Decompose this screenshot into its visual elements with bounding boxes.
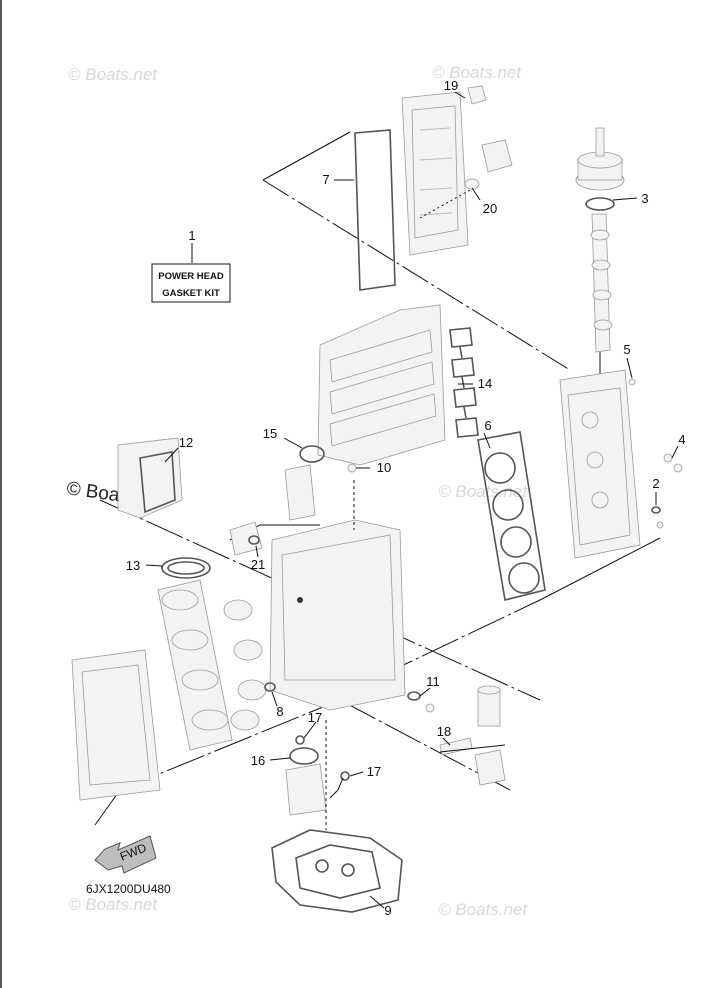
- gasket-kit-box: [151, 263, 231, 303]
- throttle-body: [284, 464, 316, 521]
- callout-4: 4: [678, 432, 685, 447]
- o-ring-17b: [340, 771, 350, 781]
- o-ring-11: [407, 691, 421, 701]
- fwd-arrow-icon: FWD: [94, 835, 157, 874]
- o-ring-10: [347, 463, 357, 473]
- crankcase: [71, 649, 161, 801]
- watermark: © Boats.net: [438, 900, 528, 919]
- pistons: [223, 599, 267, 731]
- callout-21: 21: [251, 557, 265, 572]
- leader-line: [539, 537, 661, 601]
- leader-line: [439, 744, 506, 753]
- callout-3: 3: [641, 191, 648, 206]
- callout-19: 19: [444, 78, 458, 93]
- cover-plate: [117, 437, 183, 519]
- cylinder-head-gasket: [477, 431, 546, 601]
- callout-2: 2: [652, 476, 659, 491]
- kit-box-line2: GASKET KIT: [162, 288, 220, 299]
- camshaft: [590, 213, 613, 353]
- exhaust-cover-gasket: [271, 829, 403, 913]
- callout-20: 20: [483, 201, 497, 216]
- dowel-pin: [264, 682, 276, 692]
- callout-17b: 17: [367, 764, 381, 779]
- oil-filler-cap: [467, 85, 487, 105]
- camshaft-pulley: [575, 127, 625, 191]
- kit-box-line1: POWER HEAD: [158, 271, 224, 282]
- callout-7: 7: [322, 172, 329, 187]
- throttle-body-gasket: [299, 445, 325, 463]
- callout-10: 10: [377, 460, 391, 475]
- cylinder-head: [559, 369, 641, 559]
- watermark: © Boats.net: [438, 482, 528, 501]
- oil-strainer: [285, 763, 327, 816]
- leader-line: [262, 131, 351, 181]
- callout-1: 1: [188, 228, 195, 243]
- callout-15: 15: [263, 426, 277, 441]
- cover-gasket: [139, 451, 176, 514]
- leader-line: [329, 777, 344, 799]
- intake-manifold: [317, 304, 446, 466]
- callout-9: 9: [384, 903, 391, 918]
- callout-13: 13: [126, 558, 140, 573]
- oil-pipe-fitting: [439, 737, 473, 756]
- callout-16: 16: [251, 753, 265, 768]
- callout-17: 17: [308, 710, 322, 725]
- head-cover-gasket: [354, 129, 396, 291]
- crank-oil-seal: [161, 557, 211, 579]
- callout-11: 11: [426, 674, 440, 689]
- leader-line: [262, 179, 571, 371]
- callout-5: 5: [623, 342, 630, 357]
- watermark: © Boats.net: [432, 63, 522, 82]
- callout-6: 6: [484, 418, 491, 433]
- callout-18: 18: [437, 724, 451, 739]
- watermark: © Boats.net: [68, 65, 158, 84]
- callout-8: 8: [276, 704, 283, 719]
- o-ring: [248, 535, 260, 545]
- callout-14: 14: [478, 376, 492, 391]
- intake-manifold-gasket: [449, 327, 479, 438]
- o-ring-17: [295, 735, 305, 745]
- small-fittings: [628, 378, 683, 529]
- callout-leaders: [145, 91, 679, 909]
- callout-12: 12: [179, 435, 193, 450]
- cylinder-head-cover: [401, 91, 469, 256]
- diagram-code: 6JX1200DU480: [86, 882, 171, 896]
- cylinder-block: [269, 519, 406, 711]
- crankshaft: [157, 579, 233, 751]
- oil-filter: [474, 685, 506, 786]
- oil-seal: [585, 197, 615, 211]
- watermark: © Boats.net: [68, 895, 158, 914]
- o-ring-16: [289, 747, 319, 765]
- bracket: [229, 521, 263, 556]
- breather-fitting: [464, 139, 513, 190]
